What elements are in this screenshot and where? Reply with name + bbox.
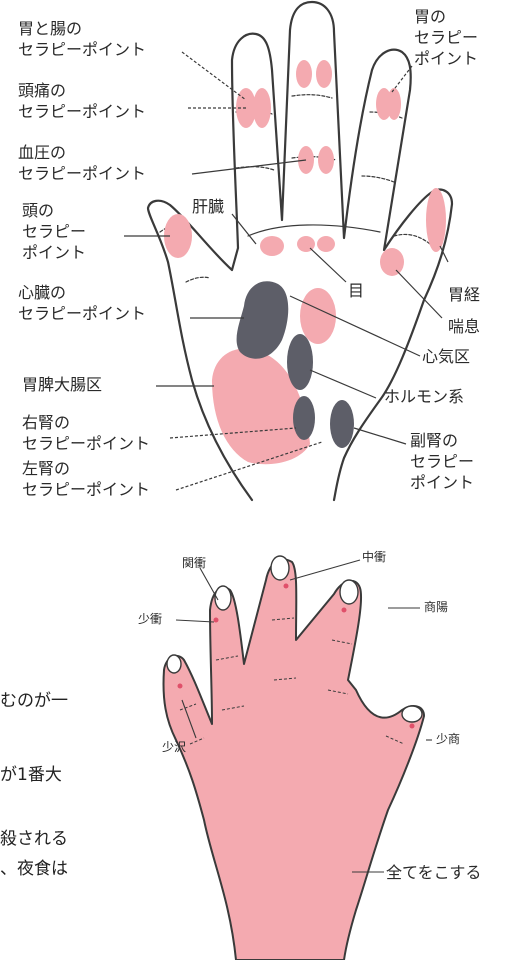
- label-shaochong: 少衝: [138, 612, 162, 627]
- label-heart: 心臓のセラピーポイント: [18, 282, 146, 324]
- body-text-line-1: むのが一: [0, 690, 68, 712]
- back-of-hand-diagram: [164, 556, 433, 960]
- label-blood-pressure: 血圧のセラピーポイント: [18, 142, 146, 184]
- body-text-line-2: が1番大: [0, 764, 62, 786]
- body-text-line-3: 殺される: [0, 828, 68, 850]
- label-eye: 目: [348, 280, 364, 301]
- label-shaoze: 少沢: [162, 740, 186, 755]
- back-hand-fill: [164, 559, 425, 960]
- label-liver: 肝臓: [192, 196, 224, 217]
- label-shangyang: 商陽: [424, 600, 448, 615]
- label-adrenal: 副腎のセラピーポイント: [410, 430, 474, 493]
- label-stomach-top: 胃のセラピーポイント: [414, 6, 478, 69]
- label-heart-qi: 心気区: [422, 346, 470, 367]
- body-text-line-4: 、夜食は: [0, 858, 68, 880]
- label-stomach-intestine: 胃と腸のセラピーポイント: [18, 18, 146, 60]
- label-rub-all: 全てをこする: [386, 862, 481, 883]
- label-spleen-colon: 胃脾大腸区: [22, 374, 102, 395]
- label-shaoshang: 少商: [436, 732, 460, 747]
- label-stomach-meridian: 胃経: [448, 284, 480, 305]
- label-zhongchong: 中衝: [362, 550, 386, 565]
- label-guanchong: 関衝: [182, 556, 206, 571]
- label-right-kidney: 右腎のセラピーポイント: [22, 412, 150, 454]
- label-head: 頭のセラピーポイント: [22, 200, 86, 263]
- label-hormone: ホルモン系: [384, 386, 464, 407]
- label-asthma: 喘息: [448, 316, 480, 337]
- label-headache: 頭痛のセラピーポイント: [18, 80, 146, 122]
- label-left-kidney: 左腎のセラピーポイント: [22, 458, 150, 500]
